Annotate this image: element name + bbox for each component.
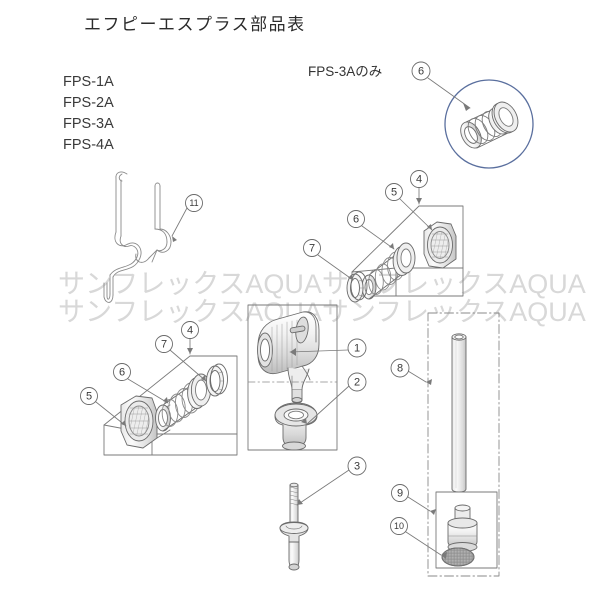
callout-8: 8 — [390, 358, 410, 378]
part-1-body-tee — [257, 311, 320, 404]
callout-4-label: 4 — [416, 173, 422, 185]
part-5-union-nut-upper — [423, 221, 457, 269]
callout-1: 1 — [347, 338, 367, 358]
callout-2-ring — [347, 372, 367, 392]
part-8-suction-tube — [451, 333, 467, 493]
callout-6-left: 6 — [113, 363, 131, 381]
callout-3-ring — [347, 456, 367, 476]
centerline-body-washer — [247, 375, 338, 389]
part-3-valve-stem — [279, 482, 309, 571]
callout-1-label: 1 — [354, 342, 360, 354]
detail-part-6-barb — [460, 101, 519, 149]
callout-7-left: 7 — [155, 335, 173, 353]
part-2-seat-washer — [274, 402, 318, 451]
callout-6-top: 6 — [411, 61, 431, 81]
callout-4: 4 — [410, 170, 428, 188]
callout-2: 2 — [347, 372, 367, 392]
leader-6-top — [427, 77, 471, 109]
callout-9-ring — [391, 484, 409, 502]
callout-6-label: 6 — [353, 213, 359, 225]
leader-6-left — [127, 378, 169, 404]
leader-3 — [296, 469, 350, 506]
leader-7-left — [169, 349, 207, 382]
callout-3: 3 — [347, 456, 367, 476]
leader-10 — [405, 531, 442, 556]
part-11-wire-spring-clip — [103, 171, 172, 303]
leader-2 — [306, 385, 350, 425]
callout-11: 11 — [185, 194, 203, 212]
callout-7-label: 7 — [309, 242, 315, 254]
callout-10-label: 10 — [394, 521, 404, 531]
callout-layer: 1 2 3 4 5 6 7 8 9 10 11 6 4 7 6 5 — [80, 61, 431, 535]
part-10-mesh-filter-disc — [441, 547, 475, 567]
callout-1-ring — [347, 338, 367, 358]
leader-5-left — [95, 401, 127, 427]
part-9-strainer-housing — [447, 504, 478, 552]
callout-10: 10 — [390, 517, 408, 535]
part-6-ribbed-barb-left — [155, 373, 212, 432]
callout-11-ring — [185, 194, 203, 212]
leader-1 — [289, 349, 349, 353]
leader-7 — [317, 254, 354, 281]
leader-5 — [399, 198, 433, 231]
part-7-gasket-ring-upper — [346, 271, 368, 303]
part-5-union-nut-left — [120, 395, 171, 449]
callout-5-ring — [385, 183, 403, 201]
part-7-gasket-ring-left — [206, 363, 228, 397]
callout-7-left-ring — [155, 335, 173, 353]
callout-5-label: 5 — [391, 186, 397, 198]
callout-5-left-ring — [80, 387, 98, 405]
callout-3-label: 3 — [354, 460, 360, 472]
callout-6-left-ring — [113, 363, 131, 381]
callout-2-label: 2 — [354, 376, 360, 388]
callout-10-ring — [390, 517, 408, 535]
leader-9 — [407, 496, 431, 512]
leader-8 — [407, 370, 427, 383]
highlight-detail-group — [444, 79, 534, 169]
callout-7-ring — [303, 239, 321, 257]
leader-arrowheads — [121, 103, 470, 559]
callout-4-left-ring — [181, 321, 199, 339]
callout-7-left-label: 7 — [161, 338, 167, 350]
callout-8-ring — [390, 358, 410, 378]
callout-11-label: 11 — [189, 198, 198, 208]
housing-box-9 — [435, 491, 498, 569]
model-item-4: FPS-4A — [63, 137, 114, 153]
model-item-1: FPS-1A — [63, 74, 114, 90]
callout-4-ring — [410, 170, 428, 188]
leader-11 — [171, 207, 188, 237]
callout-6-top-label: 6 — [418, 65, 424, 77]
highlight-circle — [444, 79, 534, 169]
callout-6-ring — [347, 210, 365, 228]
callout-7: 7 — [303, 239, 321, 257]
model-item-3: FPS-3A — [63, 116, 114, 132]
callout-9-label: 9 — [397, 487, 403, 499]
part-6-ribbed-barb-upper — [361, 242, 416, 300]
leader-lines — [95, 77, 471, 556]
detail-note-label: FPS-3Aのみ — [308, 64, 383, 79]
callout-9: 9 — [391, 484, 409, 502]
callout-6-top-ring — [411, 61, 431, 81]
callout-4-left-label: 4 — [187, 324, 193, 336]
model-item-2: FPS-2A — [63, 95, 114, 111]
callout-5: 5 — [385, 183, 403, 201]
page-title: エフピーエスプラス部品表 — [84, 15, 306, 34]
leader-6 — [361, 225, 395, 250]
enclosure-box-right — [427, 312, 500, 577]
callout-8-label: 8 — [397, 362, 403, 374]
callout-5-left-label: 5 — [86, 390, 92, 402]
callout-5-left: 5 — [80, 387, 98, 405]
callout-4-left: 4 — [181, 321, 199, 339]
model-list: FPS-1A FPS-2A FPS-3A FPS-4A — [63, 72, 114, 156]
callout-6: 6 — [347, 210, 365, 228]
callout-6-left-label: 6 — [119, 366, 125, 378]
